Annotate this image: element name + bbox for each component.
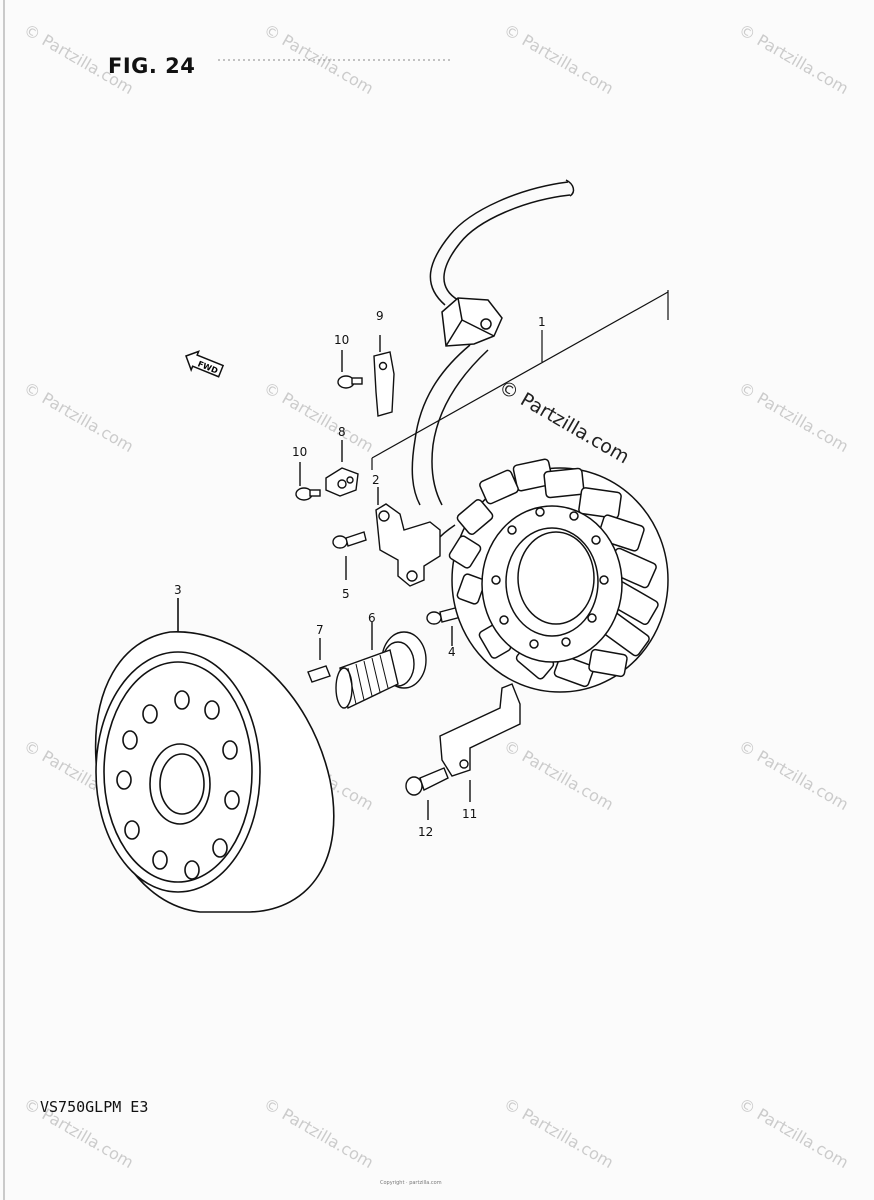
leader-part-1 (371, 290, 669, 470)
callout-10-lower: 10 (292, 445, 308, 459)
model-code: VS750GLPM E3 (40, 1098, 149, 1116)
callout-1: 1 (538, 315, 546, 329)
callout-11: 11 (462, 807, 478, 821)
callout-8: 8 (338, 425, 346, 439)
callout-3: 3 (174, 583, 182, 597)
callout-5: 5 (342, 587, 350, 601)
part-2-bracket (375, 487, 441, 587)
part-12-bolt (405, 767, 449, 820)
callout-6: 6 (368, 611, 376, 625)
part-5-screw (332, 531, 367, 580)
part-7-key (307, 638, 331, 683)
part-9-plate (373, 335, 395, 417)
wire-clamp (441, 297, 503, 347)
callout-10-upper: 10 (334, 333, 350, 347)
fwd-label: FWD (196, 359, 219, 375)
part-10-screw (295, 462, 321, 501)
part-1-stator (448, 458, 669, 693)
part-3-rotor (94, 598, 335, 913)
callout-12: 12 (418, 825, 434, 839)
callout-9: 9 (376, 309, 384, 323)
callout-7: 7 (316, 623, 324, 637)
part-11-bracket (439, 683, 521, 802)
figure-title: FIG. 24 (108, 54, 196, 78)
part-10-screw (337, 350, 363, 389)
fwd-arrow-icon: FWD (185, 350, 225, 378)
callout-2: 2 (372, 473, 380, 487)
footer-note: Copyright · partzilla.com (380, 1180, 442, 1186)
wire-harness (411, 179, 575, 561)
part-8-clamp (325, 440, 359, 497)
part-6-bolt (335, 622, 427, 710)
callout-4: 4 (448, 645, 456, 659)
